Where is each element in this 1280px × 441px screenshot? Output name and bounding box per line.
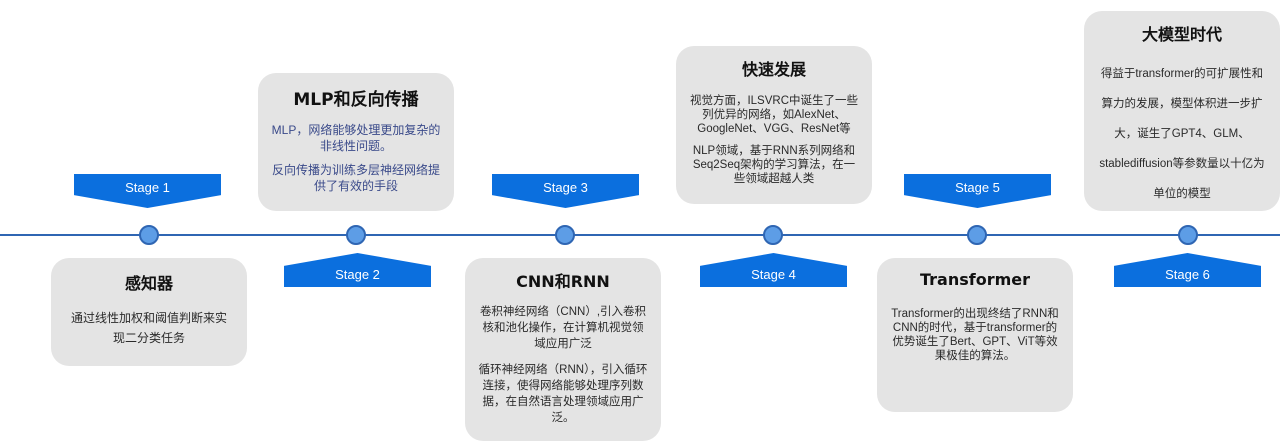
stage-2-title: MLP和反向传播 — [293, 90, 419, 110]
stage-2-paragraph-1: MLP，网络能够处理更加复杂的非线性问题。 — [271, 123, 441, 153]
stage-1-flag: Stage 1 — [74, 174, 221, 208]
stage-4-paragraph-2: NLP领域，基于RNN系列网络和Seq2Seq架构的学习算法，在一些领域超越人类 — [692, 145, 856, 185]
stage-4-title: 快速发展 — [741, 60, 806, 79]
stage-4-flag: Stage 4 — [700, 253, 847, 287]
stage-1-node — [139, 225, 159, 245]
stage-3-paragraph-2: 循环神经网络（RNN），引入循环连接，使得网络能够处理序列数据，在自然语言处理领… — [478, 364, 648, 424]
stage-2-node — [346, 225, 366, 245]
stage-5-title: Transformer — [919, 270, 1030, 289]
stage-6-label: Stage 6 — [1165, 267, 1210, 282]
stage-4-node — [763, 225, 783, 245]
stage-6-title: 大模型时代 — [1141, 25, 1222, 44]
stage-4-paragraph-1: 视觉方面，ILSVRC中诞生了一些列优异的网络，如AlexNet、GoogleN… — [689, 95, 859, 135]
stage-2-card: MLP和反向传播 MLP，网络能够处理更加复杂的非线性问题。 反向传播为训练多层… — [258, 73, 454, 211]
stage-5-label: Stage 5 — [955, 180, 1000, 195]
stage-2-label: Stage 2 — [335, 267, 380, 282]
stage-3-paragraph-1: 卷积神经网络（CNN）,引入卷积核和池化操作，在计算机视觉领域应用广泛 — [479, 306, 647, 350]
stage-5-flag: Stage 5 — [904, 174, 1051, 208]
timeline-axis — [0, 234, 1280, 236]
stage-5-card: Transformer Transformer的出现终结了RNN和CNN的时代，… — [877, 258, 1073, 412]
stage-6-description: 得益于transformer的可扩展性和算力的发展，模型体积进一步扩大，诞生了G… — [1099, 68, 1265, 200]
stage-3-node — [555, 225, 575, 245]
stage-3-card: CNN和RNN 卷积神经网络（CNN）,引入卷积核和池化操作，在计算机视觉领域应… — [465, 258, 661, 441]
stage-1-card: 感知器 通过线性加权和阈值判断来实现二分类任务 — [51, 258, 247, 366]
stage-2-flag: Stage 2 — [284, 253, 431, 287]
stage-3-flag: Stage 3 — [492, 174, 639, 208]
stage-3-title: CNN和RNN — [516, 272, 610, 291]
stage-1-label: Stage 1 — [125, 180, 170, 195]
stage-6-card: 大模型时代 得益于transformer的可扩展性和算力的发展，模型体积进一步扩… — [1084, 11, 1280, 211]
stage-4-label: Stage 4 — [751, 267, 796, 282]
stage-3-label: Stage 3 — [543, 180, 588, 195]
stage-6-node — [1178, 225, 1198, 245]
stage-1-description: 通过线性加权和阈值判断来实现二分类任务 — [70, 311, 227, 345]
stage-2-paragraph-2: 反向传播为训练多层神经网络提供了有效的手段 — [271, 163, 440, 193]
stage-4-card: 快速发展 视觉方面，ILSVRC中诞生了一些列优异的网络，如AlexNet、Go… — [676, 46, 872, 204]
stage-5-node — [967, 225, 987, 245]
stage-1-title: 感知器 — [124, 274, 173, 293]
stage-5-description: Transformer的出现终结了RNN和CNN的时代，基于transforme… — [891, 308, 1059, 362]
stage-6-flag: Stage 6 — [1114, 253, 1261, 287]
